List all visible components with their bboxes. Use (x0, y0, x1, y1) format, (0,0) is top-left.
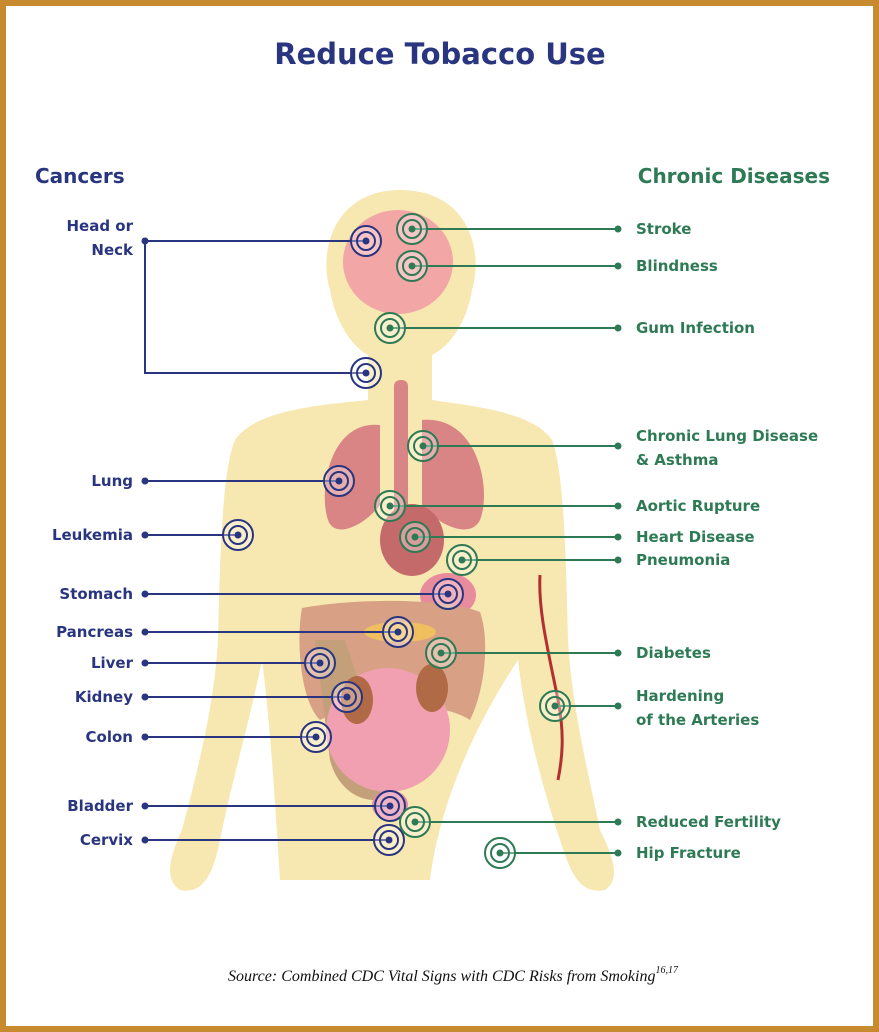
chronic-lung-disease-label: Chronic Lung Disease (636, 427, 818, 445)
hardening-arteries-label: of the Arteries (636, 711, 759, 729)
kidney-label: Kidney (75, 688, 133, 706)
leukemia-target-marker (223, 520, 253, 550)
pancreas-target-marker (383, 617, 413, 647)
hip-fracture-label: Hip Fracture (636, 844, 741, 862)
blindness-dot (615, 263, 622, 270)
cancers-heading: Cancers (35, 164, 125, 188)
pneumonia-label: Pneumonia (636, 551, 730, 569)
heart-disease-dot (615, 534, 622, 541)
hip-fracture-dot (615, 850, 622, 857)
aortic-rupture-target-marker (375, 491, 405, 521)
hardening-arteries-dot (615, 703, 622, 710)
diabetes-label: Diabetes (636, 644, 711, 662)
source-citation: Source: Combined CDC Vital Signs with CD… (228, 965, 679, 985)
cervix-target-marker (374, 825, 404, 855)
chronic-lung-disease-label: & Asthma (636, 451, 718, 469)
liver-label: Liver (91, 654, 134, 672)
diagram-title: Reduce Tobacco Use (274, 37, 605, 71)
leukemia-label: Leukemia (52, 526, 133, 544)
stroke-label: Stroke (636, 220, 691, 238)
lung-dot (142, 478, 149, 485)
colon-dot (142, 734, 149, 741)
reduced-fertility-target-marker (400, 807, 430, 837)
stroke-target-marker (397, 214, 427, 244)
liver-dot (142, 660, 149, 667)
head-neck-label: Head or (66, 217, 133, 235)
colon-target-marker (301, 722, 331, 752)
cervix-label: Cervix (80, 831, 133, 849)
colon-label: Colon (86, 728, 133, 746)
stomach-label: Stomach (59, 585, 133, 603)
diabetes-dot (615, 650, 622, 657)
gum-infection-dot (615, 325, 622, 332)
lung-target-marker (324, 466, 354, 496)
leukemia-dot (142, 532, 149, 539)
lung-label: Lung (91, 472, 133, 490)
source-superscript: 16,17 (655, 965, 679, 976)
right-kidney-shape (416, 664, 448, 712)
head-neck-label: Neck (91, 241, 134, 259)
reduced-fertility-dot (615, 819, 622, 826)
stomach-target-marker (433, 579, 463, 609)
pancreas-label: Pancreas (56, 623, 133, 641)
hardening-arteries-target-marker (540, 691, 570, 721)
diabetes-target-marker (426, 638, 456, 668)
gum-infection-target-marker (375, 313, 405, 343)
head-neck-target-marker (351, 226, 381, 256)
pneumonia-dot (615, 557, 622, 564)
cervix-dot (142, 837, 149, 844)
aortic-rupture-label: Aortic Rupture (636, 497, 760, 515)
tobacco-health-diagram: Reduce Tobacco Use Cancers Chronic Disea… (6, 6, 873, 1026)
gum-infection-label: Gum Infection (636, 319, 755, 337)
stomach-dot (142, 591, 149, 598)
aortic-rupture-dot (615, 503, 622, 510)
kidney-dot (142, 694, 149, 701)
pneumonia-target-marker (447, 545, 477, 575)
heart-disease-target-marker (400, 522, 430, 552)
liver-target-marker (305, 648, 335, 678)
blindness-label: Blindness (636, 257, 718, 275)
chronic-lung-disease-target-marker (408, 431, 438, 461)
reduced-fertility-label: Reduced Fertility (636, 813, 781, 831)
source-citation-text: Source: Combined CDC Vital Signs with CD… (228, 968, 655, 985)
blindness-target-marker (397, 251, 427, 281)
bladder-label: Bladder (67, 797, 133, 815)
stroke-dot (615, 226, 622, 233)
kidney-target-marker (332, 682, 362, 712)
head-neck-target-marker (351, 358, 381, 388)
chronic-diseases-heading: Chronic Diseases (638, 164, 830, 188)
head-neck-dot (142, 238, 149, 245)
bladder-dot (142, 803, 149, 810)
hip-fracture-target-marker (485, 838, 515, 868)
hardening-arteries-label: Hardening (636, 687, 724, 705)
pancreas-dot (142, 629, 149, 636)
heart-disease-label: Heart Disease (636, 528, 755, 546)
chronic-lung-disease-dot (615, 443, 622, 450)
